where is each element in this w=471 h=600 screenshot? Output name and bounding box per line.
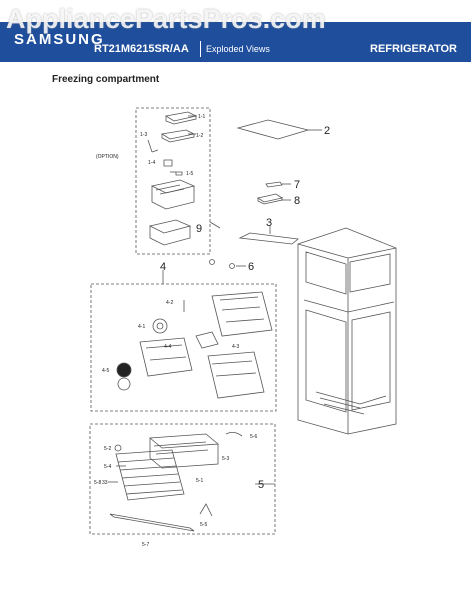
label-1-3: 1-3 [140, 132, 147, 138]
label-1-2: 1-2 [196, 133, 203, 139]
label-5-6: 5-6 [250, 434, 257, 440]
group-1-box [135, 107, 211, 255]
label-option: (OPTION) [96, 154, 119, 160]
part-4-panel-lower [207, 351, 265, 399]
part-4-5 [117, 377, 131, 391]
part-4-5-fan [116, 362, 132, 378]
part-4-panel-large [211, 291, 273, 337]
part-1-5 [175, 171, 183, 176]
part-9 [148, 219, 192, 246]
part-4-3 [195, 331, 219, 349]
part-5-1 [115, 449, 185, 501]
label-5-1: 5-1 [196, 478, 203, 484]
label-4-4: 4-4 [164, 344, 171, 350]
part-1-1 [164, 111, 198, 125]
refrigerator-body [297, 227, 397, 435]
part-7 [265, 181, 283, 188]
label-8: 8 [294, 195, 300, 207]
label-4-3: 4-3 [232, 344, 239, 350]
label-3: 3 [266, 217, 272, 229]
label-5-5: 5-5 [200, 522, 207, 528]
part-4-4 [139, 337, 193, 377]
label-5-4: 5-4 [104, 464, 111, 470]
part-2 [236, 119, 310, 140]
label-6: 6 [248, 261, 254, 273]
label-2: 2 [324, 125, 330, 137]
part-4-1 [152, 318, 168, 334]
part-5-7 [109, 513, 195, 532]
view-type: Exploded Views [206, 44, 270, 54]
label-5: 5 [258, 479, 264, 491]
part-1-4 [163, 159, 173, 167]
part-5-5 [199, 503, 213, 517]
header-separator [200, 41, 201, 57]
label-5-33: 33 [102, 480, 108, 486]
brand-name: SAMSUNG [14, 31, 105, 48]
part-ice-bin [150, 179, 196, 210]
group-5-box [89, 423, 276, 535]
label-4-5: 4-5 [102, 368, 109, 374]
label-4-2: 4-2 [166, 300, 173, 306]
label-9: 9 [196, 223, 202, 235]
label-5-3: 5-3 [222, 456, 229, 462]
part-5-2 [114, 444, 122, 452]
part-1-3 [147, 139, 159, 153]
model-number: RT21M6215SR/AA [94, 43, 189, 55]
part-3 [238, 232, 299, 245]
part-6 [229, 263, 235, 269]
label-4: 4 [160, 261, 166, 273]
part-5-6 [225, 432, 243, 437]
label-1-1: 1-1 [198, 114, 205, 120]
label-4-1: 4-1 [138, 324, 145, 330]
label-5-8: 5-8 [94, 480, 101, 486]
label-5-7: 5-7 [142, 542, 149, 548]
section-title: Freezing compartment [52, 74, 160, 85]
header-bar: SAMSUNG RT21M6215SR/AA Exploded Views RE… [0, 22, 471, 62]
part-1-2 [160, 129, 196, 143]
label-5-2: 5-2 [104, 446, 111, 452]
product-type: REFRIGERATOR [370, 43, 457, 55]
label-1-4: 1-4 [148, 160, 155, 166]
label-1-5: 1-5 [186, 171, 193, 177]
label-7: 7 [294, 179, 300, 191]
part-knob [209, 259, 215, 265]
group-4-box [90, 283, 277, 412]
part-8 [256, 193, 284, 205]
